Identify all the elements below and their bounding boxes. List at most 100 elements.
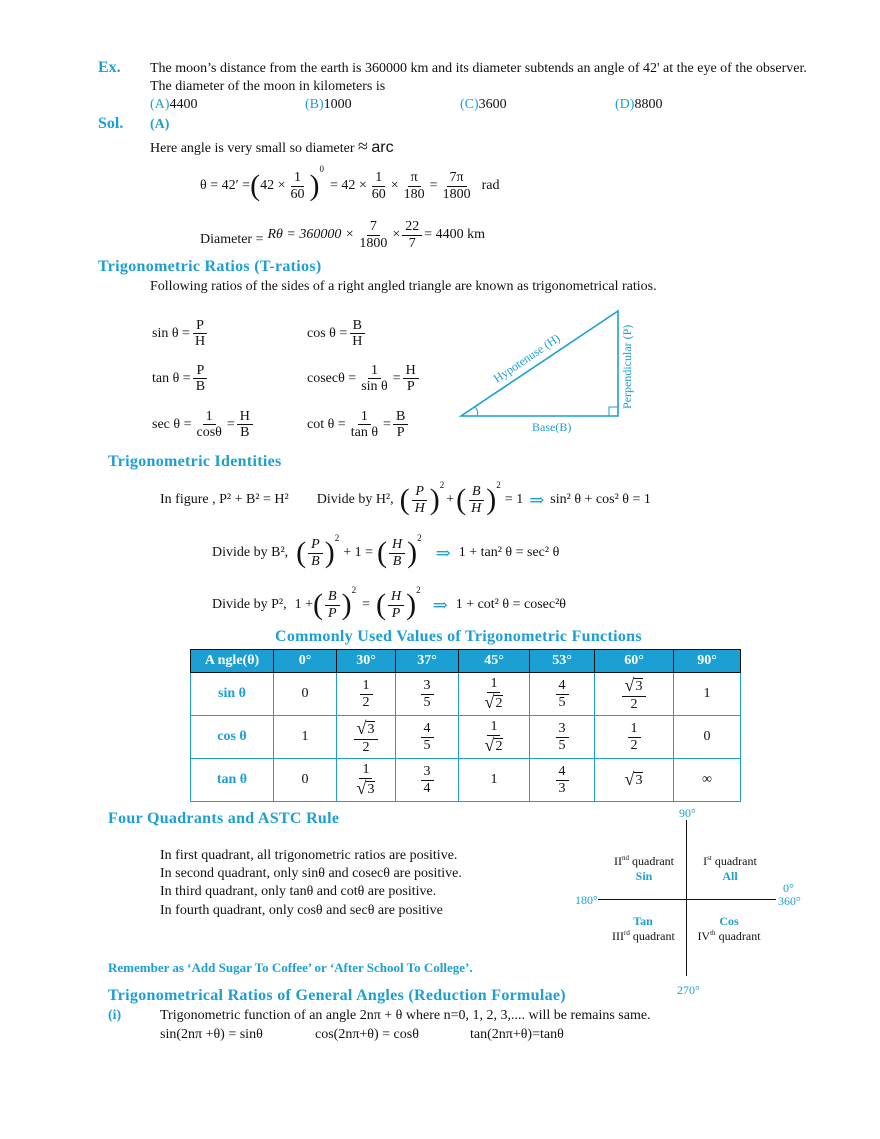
angle-90: 90° [679,806,696,820]
row-label: cos θ [190,715,274,759]
table-cell: 1√2 [458,672,530,716]
table-cell: 1√2 [458,715,530,759]
option-a: (A)4400 [150,97,197,113]
formula-sin: sin(2nπ +θ) = sinθ [160,1027,263,1042]
degree-sup: 0 [319,164,324,174]
table-cell: ∞ [673,758,741,802]
formula-tan: tan(2nπ+θ)=tanθ [470,1027,564,1042]
equals: = [429,178,438,193]
t-ratios-heading: Trigonometric Ratios (T-ratios) [98,258,322,275]
times: × [392,227,401,242]
identity-result: 1 + tan² θ = sec² θ [458,545,560,560]
option-value: 1000 [323,97,352,112]
values-table-heading: Commonly Used Values of Trigonometric Fu… [275,628,642,645]
implies-arrow: ⇒ [432,594,448,615]
identity-result: sin² θ + cos² θ = 1 [550,492,651,507]
table-header-row: A ngle(θ) 0° 30° 37° 45° 53° 60° 90° [190,649,741,673]
header-cell: 90° [673,649,741,673]
solution-label: Sol. [98,115,124,132]
header-cell: 60° [594,649,674,673]
implies-arrow: ⇒ [435,542,451,563]
option-c: (C)3600 [460,97,507,113]
right-triangle-diagram: Hypotenuse (H) Perpendicular (P) [458,309,634,417]
option-key: (D) [615,97,635,112]
quadrant-function: Sin [635,869,653,883]
t-ratios-intro: Following ratios of the sides of a right… [150,279,657,294]
identity-1: In figure , P² + B² = H² Divide by H², (… [160,480,651,516]
table-cell: √3 [594,758,674,802]
identity-result: 1 + cot² θ = cosec²θ [455,597,566,612]
solution-text: Here angle is very small so diameter [150,141,355,156]
general-angles-text: Trigonometric function of an angle 2nπ +… [160,1008,651,1023]
option-value: 4400 [169,97,198,112]
y-axis [686,820,687,976]
identities-heading: Trigonometric Identities [108,453,282,470]
right-angle-marker [608,406,619,417]
table-cell: 1√3 [336,758,396,802]
quadrant-function: All [722,869,738,883]
quadrants-heading: Four Quadrants and ASTC Rule [108,810,340,827]
header-cell: 37° [395,649,459,673]
eq-lhs: θ = 42′ = [200,178,251,193]
divide-text: Divide by H², [316,492,394,507]
eq-lhs: Rθ = 360000 × [267,227,355,242]
formula-cos: cos(2nπ+θ) = cosθ [315,1027,419,1042]
option-value: 3600 [478,97,507,112]
row-label: tan θ [190,758,274,802]
base-label: Base(B) [532,420,572,434]
perpendicular-label: Perpendicular (P) [620,325,634,409]
quadrant-line-4: In fourth quadrant, only cosθ and secθ a… [160,903,443,918]
option-b: (B)1000 [305,97,352,113]
divide-text: Divide by B², [212,545,289,560]
pythagoras-text: In figure , P² + B² = H² [160,492,289,507]
angle-270: 270° [677,983,700,997]
header-cell: 53° [529,649,595,673]
cell-value: 1 [301,729,309,744]
angle-180: 180° [575,893,598,907]
cell-value: 1√3 [356,762,376,798]
unit: rad [481,178,500,193]
angle-0: 0° [783,881,794,895]
option-value: 8800 [634,97,663,112]
header-cell: 30° [336,649,396,673]
example-question-line2: The diameter of the moon in kilometers i… [150,79,386,94]
example-label: Ex. [98,59,121,76]
values-table: A ngle(θ) 0° 30° 37° 45° 53° 60° 90° sin… [190,649,741,802]
quadrant-2: IInd quadrant Sin [614,854,674,883]
angle-arc [474,406,479,417]
quadrant-line-1: In first quadrant, all trigonometric rat… [160,848,458,863]
header-cell: A ngle(θ) [190,649,274,673]
table-cell: 0 [273,758,337,802]
divide-text: Divide by P², [212,597,287,612]
approx-symbol: ≈ [357,136,368,156]
quadrant-function: Cos [719,914,739,928]
item-number: (i) [108,1008,122,1023]
cell-value: √3 [624,769,644,789]
implies-arrow: ⇒ [529,489,545,510]
table-cell: 1 [673,672,741,716]
hypotenuse-label: Hypotenuse (H) [491,331,563,386]
